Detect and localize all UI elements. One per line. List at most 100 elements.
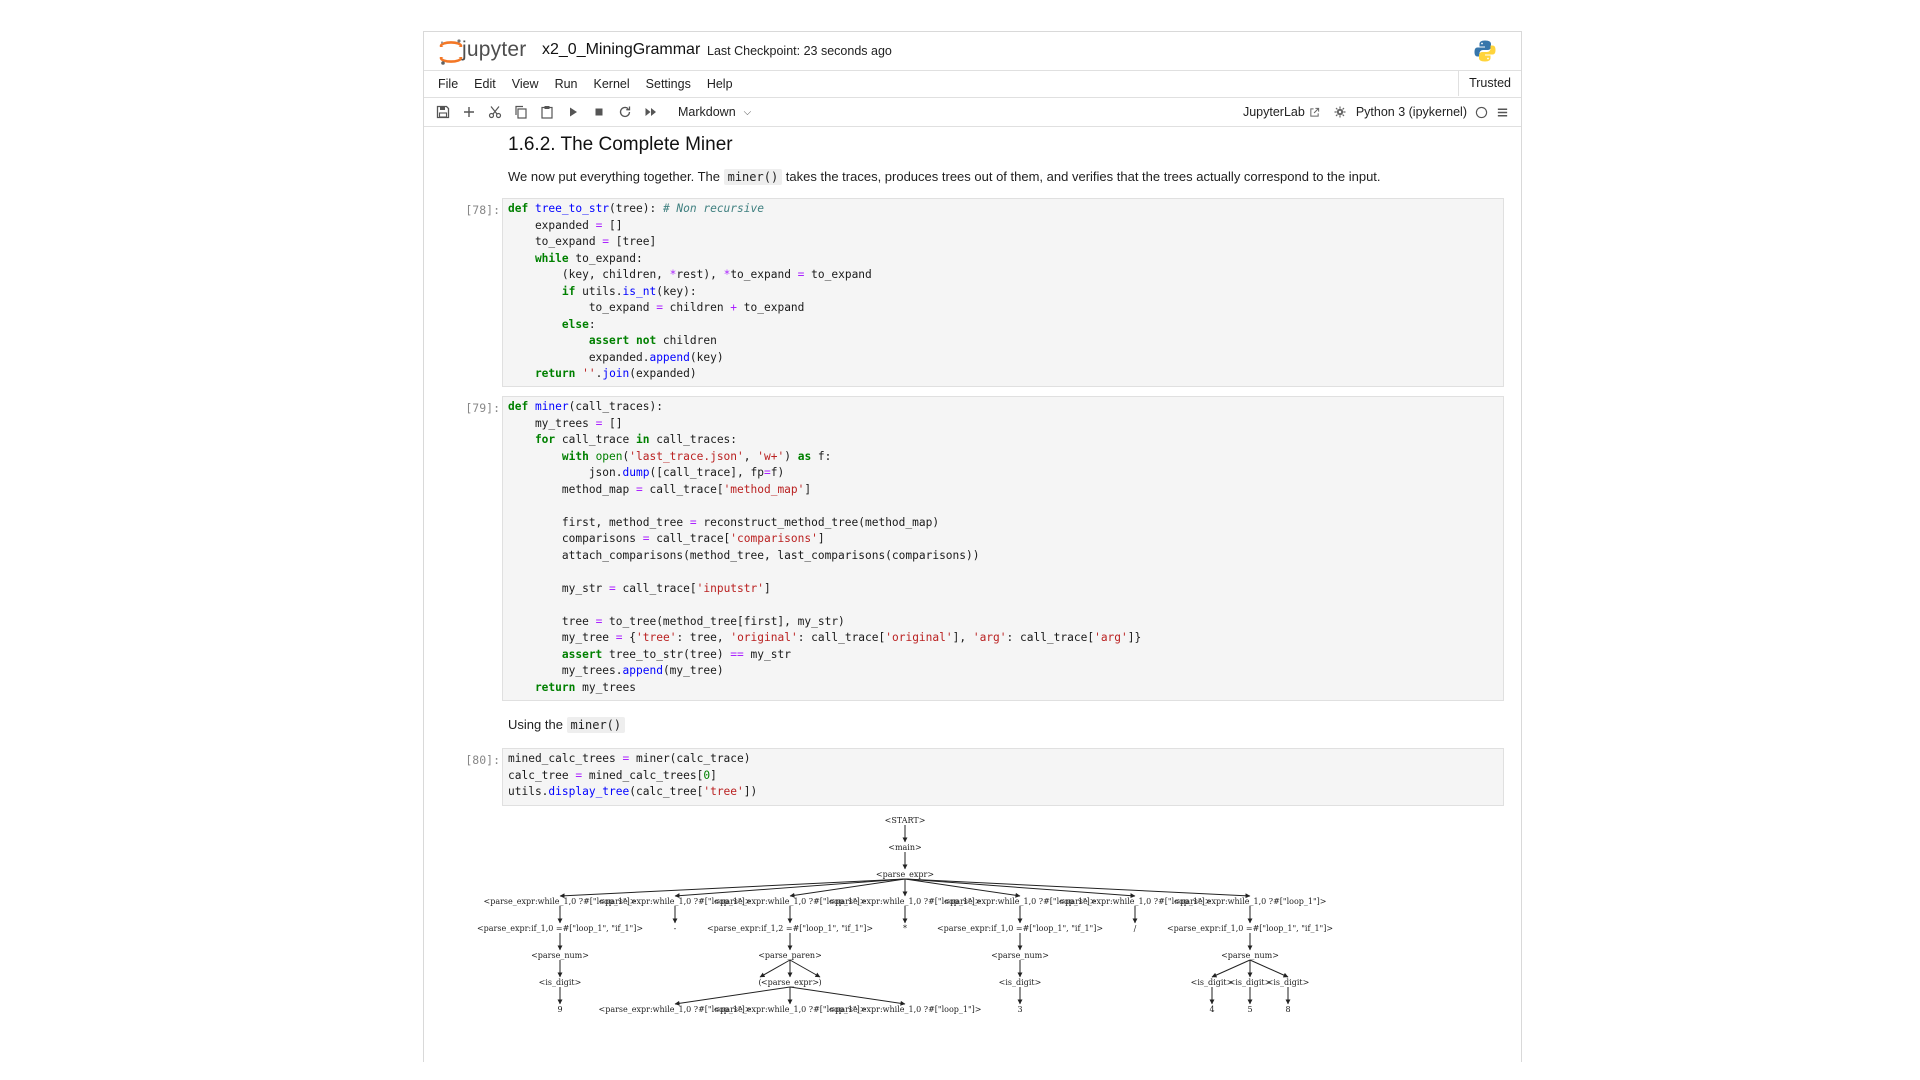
restart-icon	[619, 106, 631, 118]
code-line: expanded = []	[508, 218, 623, 232]
jupyter-logo-text: jupyter	[462, 38, 527, 61]
cell-prompt: [80]:	[465, 753, 500, 767]
tree-node: <parse_expr:if_1,0 =#["loop_1", "if_1"]>	[1167, 924, 1333, 933]
restart-kernel-button[interactable]	[612, 101, 638, 123]
tree-node: /	[1134, 924, 1137, 933]
copy-icon	[515, 105, 527, 119]
interrupt-kernel-button[interactable]	[586, 101, 612, 123]
code-line: assert not children	[508, 334, 717, 347]
jupyter-logo-icon[interactable]	[438, 38, 464, 66]
tree-edge	[674, 986, 791, 1006]
code-line: utils.display_tree(calc_tree['tree'])	[508, 785, 758, 798]
code-line: return my_trees	[508, 680, 636, 694]
jupyterlab-label: JupyterLab	[1242, 105, 1305, 119]
tree-node: )	[818, 978, 821, 987]
cell-type-select[interactable]: Markdown ⌵	[678, 105, 751, 119]
menu-kernel[interactable]: Kernel	[593, 77, 630, 91]
tree-node: <parse_num>	[991, 951, 1049, 960]
code-line: method_map = call_trace['method_map']	[508, 482, 812, 496]
tree-edge	[789, 878, 906, 898]
tree-node: <parse_expr>	[876, 870, 934, 879]
add-icon	[464, 107, 474, 117]
menu-settings[interactable]: Settings	[645, 77, 691, 91]
kernel-name[interactable]: Python 3 (ipykernel)	[1355, 105, 1467, 119]
paste-button[interactable]	[534, 101, 560, 123]
external-link-icon	[1310, 107, 1319, 117]
code-line: my_trees.append(my_tree)	[508, 664, 724, 677]
code-cell-miner[interactable]: def miner(call_traces): my_trees = [] fo…	[502, 396, 1504, 701]
tree-edge	[904, 878, 1136, 899]
open-jupyterlab-button[interactable]: JupyterLab	[1243, 105, 1320, 119]
code-line: with open('last_trace.json', 'w+') as f:	[508, 449, 832, 463]
tree-node: <parse_num>	[531, 951, 589, 960]
notebook-content: 1.6.2. The Complete Miner We now put eve…	[424, 127, 1521, 1062]
tree-node: <parse_expr>	[761, 978, 819, 987]
code-editor[interactable]: mined_calc_trees = miner(calc_trace) cal…	[508, 751, 1498, 801]
cut-button[interactable]	[482, 101, 508, 123]
menu-run[interactable]: Run	[554, 77, 578, 91]
tree-node: <parse_expr:while_1,0 ?#["loop_1"]>	[944, 897, 1097, 906]
code-line: return ''.join(expanded)	[508, 367, 697, 380]
tree-node: <parse_expr:while_1,0 ?#["loop_1"]>	[714, 897, 867, 906]
menu-view[interactable]: View	[511, 77, 539, 91]
intro-text-after: takes the traces, produces trees out of …	[782, 169, 1381, 184]
insert-cell-button[interactable]	[456, 101, 482, 123]
tree-node: 4	[1209, 1005, 1214, 1014]
settings-icon[interactable]	[1334, 106, 1346, 118]
trusted-indicator[interactable]: Trusted	[1458, 71, 1521, 96]
code-line: my_tree = {'tree': tree, 'original': cal…	[508, 631, 1142, 644]
notebook-window: jupyter x2_0_MiningGrammar Last Checkpoi…	[423, 31, 1522, 1062]
tree-node: *	[903, 924, 907, 933]
tree-edge	[789, 959, 821, 978]
tree-node: <parse_expr:while_1,0 ?#["loop_1"]>	[599, 897, 752, 906]
tree-edge	[904, 878, 1021, 898]
menu-icon[interactable]	[1496, 106, 1509, 119]
using-paragraph: Using the miner()	[508, 717, 626, 733]
tree-node: <is_digit>	[1191, 978, 1234, 987]
intro-text-before: We now put everything together. The	[508, 169, 724, 184]
save-button[interactable]	[430, 101, 456, 123]
code-editor[interactable]: def tree_to_str(tree): # Non recursive e…	[508, 201, 1498, 383]
code-editor[interactable]: def miner(call_traces): my_trees = [] fo…	[508, 399, 1498, 696]
tree-node: (	[758, 978, 761, 987]
tree-edges	[557, 825, 1291, 1006]
tree-node: <main>	[888, 843, 921, 852]
menu-edit[interactable]: Edit	[474, 77, 496, 91]
notebook-header: jupyter x2_0_MiningGrammar Last Checkpoi…	[424, 32, 1521, 71]
tree-edge	[759, 959, 791, 978]
tree-edge	[559, 878, 906, 899]
tree-node: <START>	[885, 816, 926, 825]
copy-button[interactable]	[508, 101, 534, 123]
derivation-tree-output: <START> <main> <parse_expr> <parse_expr:whi…	[477, 816, 1333, 1014]
tree-edge	[904, 878, 1251, 899]
code-cell-mine-calc-trees[interactable]: mined_calc_trees = miner(calc_trace) cal…	[502, 748, 1504, 806]
tree-node: <parse_num>	[1221, 951, 1279, 960]
notebook-title[interactable]: x2_0_MiningGrammar	[542, 41, 701, 58]
tree-node: <parse_expr:while_1,0 ?#["loop_1"]>	[714, 1005, 867, 1014]
code-cell-tree-to-str[interactable]: def tree_to_str(tree): # Non recursive e…	[502, 198, 1504, 387]
tree-nodes: <START> <main> <parse_expr> <parse_expr:whi…	[477, 816, 1333, 1014]
menu-help[interactable]: Help	[706, 77, 733, 91]
cut-icon	[488, 106, 502, 119]
using-text-before: Using the	[508, 717, 567, 732]
tree-node: <parse_expr:while_1,0 ?#["loop_1"]>	[599, 1005, 752, 1014]
tree-node: <is_digit>	[999, 978, 1042, 987]
menu-file[interactable]: File	[438, 77, 459, 91]
tree-node: <parse_expr:while_1,0 ?#["loop_1"]>	[1059, 897, 1212, 906]
tree-node: 3	[1017, 1005, 1022, 1014]
code-line: mined_calc_trees = miner(calc_trace)	[508, 752, 751, 765]
run-cell-button[interactable]	[560, 101, 586, 123]
code-line: for call_trace in call_traces:	[508, 433, 738, 446]
tree-node: <parse_paren>	[758, 951, 822, 960]
run-icon	[570, 107, 577, 117]
code-line: def miner(call_traces):	[508, 400, 663, 413]
tree-node: 8	[1285, 1005, 1290, 1014]
code-line: my_trees = []	[508, 416, 623, 430]
code-line: else:	[508, 317, 596, 331]
tree-node: -	[674, 924, 677, 933]
tree-edge	[674, 878, 906, 899]
restart-run-all-button[interactable]	[638, 101, 664, 123]
tree-node: <parse_expr:while_1,0 ?#["loop_1"]>	[829, 1005, 982, 1014]
code-line: tree = to_tree(method_tree[first], my_st…	[508, 614, 845, 628]
code-line: first, method_tree = reconstruct_method_…	[508, 515, 940, 529]
